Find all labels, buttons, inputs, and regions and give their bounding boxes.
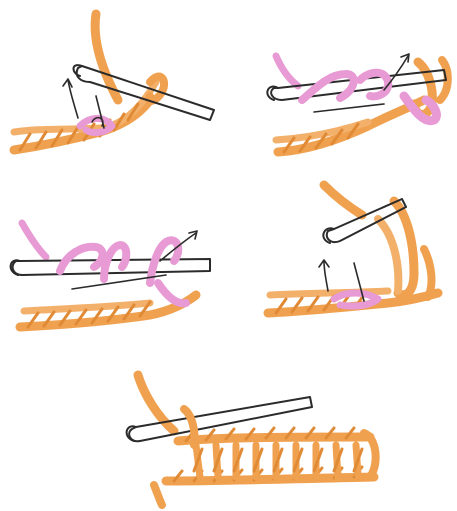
step-4-drawing xyxy=(228,175,457,345)
step-5-panel xyxy=(118,345,388,511)
motion-arrow-icon xyxy=(319,260,329,291)
step-1-drawing xyxy=(0,0,228,175)
pointer-line xyxy=(314,104,384,112)
pink-yarn-loop xyxy=(302,74,354,100)
step-4-panel xyxy=(228,175,457,345)
step-2-drawing xyxy=(228,0,457,175)
step-3-drawing xyxy=(0,175,228,345)
step-3-panel xyxy=(0,175,228,345)
step-2-panel xyxy=(228,0,457,175)
pointer-line xyxy=(96,96,104,128)
pink-yarn-loop xyxy=(60,247,103,271)
motion-arrow-icon xyxy=(63,79,78,118)
step-5-drawing xyxy=(118,345,388,511)
pink-yarn-loop xyxy=(334,293,378,306)
foundation-chain xyxy=(14,77,164,150)
step-1-panel xyxy=(0,0,228,175)
